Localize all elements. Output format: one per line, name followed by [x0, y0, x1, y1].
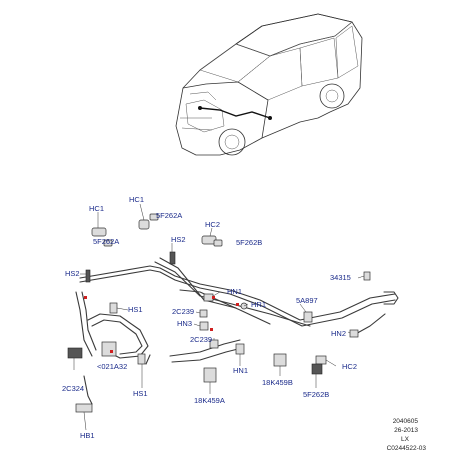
brake-components [67, 213, 371, 413]
leader-lines [73, 203, 365, 431]
hose-hs1-top [109, 302, 118, 314]
connector-2c324 [67, 347, 83, 359]
label-hc2-top: HC2 [205, 220, 220, 229]
hose-hs1-bottom [137, 353, 146, 365]
label-5f262a-top: 5F262A [156, 211, 182, 220]
clip-hc1-top [138, 219, 150, 230]
hose-hs2-left [85, 269, 91, 283]
reference-date: 26-2013 [394, 427, 418, 434]
label-hc1-left: HC1 [89, 204, 104, 213]
label-hc2-right: HC2 [342, 362, 357, 371]
reference-illustration-id: C0244522-03 [387, 445, 427, 452]
label-hr1: HR1 [251, 300, 266, 309]
label-hn3: HN3 [177, 319, 192, 328]
part-labels: HC1 HC1 5F262A 5F262A HS2 HC2 5F262B HS2… [62, 195, 357, 440]
nut-hn1-bottom [235, 343, 245, 355]
clip-5f262a-top [149, 213, 159, 221]
label-hn2: HN2 [331, 329, 346, 338]
label-2c324: 2C324 [62, 384, 84, 393]
reference-model: LX [401, 436, 410, 443]
hose-18k459a [203, 367, 217, 383]
bracket-021a32 [101, 341, 117, 357]
label-hs2-left: HS2 [65, 269, 80, 278]
clip-hc1-left [91, 227, 107, 237]
brake-pipes [75, 257, 399, 405]
label-18k459a: 18K459A [194, 396, 225, 405]
label-hc1-top: HC1 [129, 195, 144, 204]
label-hs1-bottom: HS1 [133, 389, 148, 398]
label-hn1-bottom: HN1 [233, 366, 248, 375]
label-2c239-bottom: 2C239 [190, 335, 212, 344]
label-hb1: HB1 [80, 431, 95, 440]
label-2c239-top: 2C239 [172, 307, 194, 316]
reference-footer: 2040605 26-2013 LX C0244522-03 [387, 418, 427, 452]
nut-hn3 [199, 321, 209, 331]
marker [84, 296, 87, 299]
nut-hn2 [349, 329, 359, 338]
label-hn1-top: HN1 [227, 287, 242, 296]
marker [236, 303, 239, 306]
fitting-34315 [363, 271, 371, 281]
marker [210, 328, 213, 331]
bolt-hb1 [75, 403, 93, 413]
reference-code: 2040605 [393, 418, 419, 425]
hose-hs2-mid [169, 251, 176, 265]
clip-5f262a-left [103, 239, 113, 247]
label-34315: 34315 [330, 273, 351, 282]
nut-hn1-top [203, 293, 214, 302]
hose-18k459b [273, 353, 287, 367]
marker [212, 296, 215, 299]
label-5f262b-top: 5F262B [236, 238, 262, 247]
clip-hc2-right [315, 355, 327, 365]
connector-2c239-top [199, 309, 208, 318]
clip-5f262b-top [213, 239, 223, 247]
label-18k459b: 18K459B [262, 378, 293, 387]
clip-5f262b-bottom [311, 363, 323, 375]
marker [110, 350, 113, 353]
label-5f262b-bottom: 5F262B [303, 390, 329, 399]
vehicle-illustration [175, 13, 363, 156]
label-021a32: <021A32 [97, 362, 127, 371]
union-5a897 [303, 311, 313, 323]
label-hs2-mid: HS2 [171, 235, 186, 244]
label-hs1-top: HS1 [128, 305, 143, 314]
label-5a897: 5A897 [296, 296, 318, 305]
label-5f262a-left: 5F262A [93, 237, 119, 246]
